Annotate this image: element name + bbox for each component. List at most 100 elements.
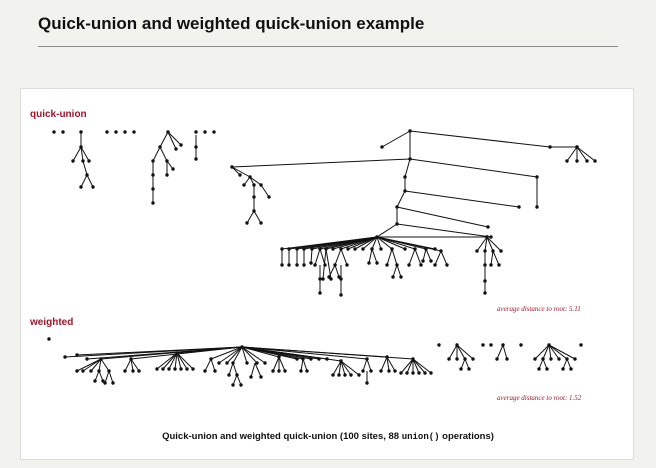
site-node xyxy=(331,247,335,251)
site-node xyxy=(240,345,244,349)
site-node xyxy=(287,263,291,267)
site-node xyxy=(212,130,216,134)
site-node xyxy=(585,159,589,163)
tree-edge xyxy=(392,264,398,278)
site-node xyxy=(481,343,485,347)
site-node xyxy=(248,175,252,179)
tree-edge xyxy=(542,358,548,370)
site-node xyxy=(267,195,271,199)
site-node xyxy=(63,355,67,359)
figure-panel: quick-union average distance to root: 5.… xyxy=(20,88,634,460)
caption-text-before: Quick-union and weighted quick-union (10… xyxy=(162,431,402,442)
tree-edge xyxy=(98,358,102,372)
site-node xyxy=(385,355,389,359)
tree-edge xyxy=(376,236,382,250)
site-node xyxy=(299,369,303,373)
site-node xyxy=(203,369,207,373)
tree-edge xyxy=(104,370,110,384)
site-node xyxy=(310,247,314,251)
site-node xyxy=(499,249,503,253)
tree-edge xyxy=(130,358,140,372)
site-node xyxy=(569,367,573,371)
tree-edge xyxy=(340,360,360,376)
tree-edge xyxy=(576,146,588,162)
site-node xyxy=(339,359,343,363)
site-node xyxy=(79,185,83,189)
site-node xyxy=(343,373,347,377)
site-node xyxy=(375,235,379,239)
site-node xyxy=(161,367,165,371)
tree-edge xyxy=(434,250,442,266)
site-node xyxy=(485,235,489,239)
tree-edge xyxy=(94,370,100,382)
tree-edge xyxy=(496,344,504,360)
site-node xyxy=(399,371,403,375)
site-node xyxy=(302,247,306,251)
tree-edge xyxy=(332,360,342,376)
tree-edge xyxy=(412,358,420,374)
tree-edge xyxy=(232,346,243,364)
site-node xyxy=(213,369,217,373)
site-node xyxy=(99,357,103,361)
site-node xyxy=(103,381,107,385)
site-node xyxy=(501,343,505,347)
tree-edge xyxy=(396,190,406,208)
tree-edge xyxy=(314,248,321,266)
site-node xyxy=(365,357,369,361)
tree-edge xyxy=(484,236,488,252)
tree-edge xyxy=(542,344,550,360)
site-node xyxy=(535,175,539,179)
site-node xyxy=(175,351,179,355)
caption-text-after: operations) xyxy=(439,431,494,442)
tree-edge xyxy=(409,158,538,178)
site-node xyxy=(151,187,155,191)
tree-edge xyxy=(340,248,348,266)
site-node xyxy=(325,357,329,361)
site-node xyxy=(245,361,249,365)
site-node xyxy=(263,361,267,365)
tree-edge xyxy=(80,146,84,162)
tree-edge xyxy=(412,358,432,374)
site-node xyxy=(321,277,325,281)
site-node xyxy=(249,375,253,379)
site-node xyxy=(489,235,493,239)
site-node xyxy=(194,157,198,161)
site-node xyxy=(165,173,169,177)
site-node xyxy=(277,355,281,359)
tree-edge xyxy=(576,146,596,162)
site-node xyxy=(89,369,93,373)
tree-edge xyxy=(241,346,414,360)
site-node xyxy=(337,373,341,377)
tree-edge xyxy=(90,358,102,372)
site-node xyxy=(505,357,509,361)
tree-edge xyxy=(302,358,308,372)
site-node xyxy=(369,369,373,373)
tree-edge xyxy=(502,344,508,360)
site-node xyxy=(242,183,246,187)
tree-edge xyxy=(414,248,422,266)
tree-edge xyxy=(168,352,178,370)
tree-edge xyxy=(226,346,243,364)
tree-edge xyxy=(371,248,378,264)
site-node xyxy=(174,147,178,151)
site-node xyxy=(533,357,537,361)
site-node xyxy=(593,159,597,163)
site-node xyxy=(361,247,365,251)
site-node xyxy=(483,279,487,283)
site-node xyxy=(445,263,449,267)
tree-edge xyxy=(236,374,242,386)
site-node xyxy=(439,249,443,253)
site-node xyxy=(549,357,553,361)
site-node xyxy=(575,159,579,163)
tree-edge xyxy=(408,248,416,266)
site-node xyxy=(230,165,234,169)
tree-edge xyxy=(440,250,448,266)
site-node xyxy=(280,263,284,267)
site-node xyxy=(309,261,313,265)
site-node xyxy=(411,371,415,375)
site-node xyxy=(166,130,170,134)
site-node xyxy=(385,263,389,267)
site-node xyxy=(252,209,256,213)
site-node xyxy=(179,143,183,147)
site-node xyxy=(165,159,169,163)
